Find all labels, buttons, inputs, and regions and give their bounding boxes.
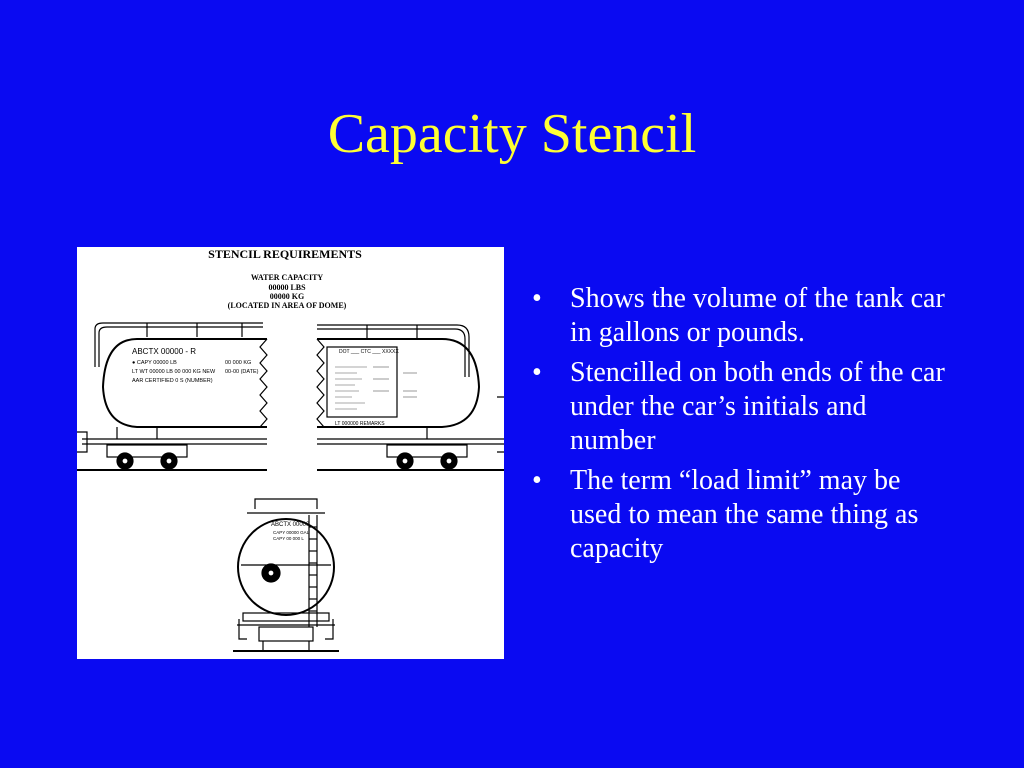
bullet-icon: • [532,357,542,388]
right-car-remarks: LT 000000 REMARKS [335,421,385,427]
end-view-capy-gal: CAPY 00000 GAL [273,530,310,535]
end-view-capy-kg: CAPY 00 000 L [273,536,304,541]
slide-title: Capacity Stencil [327,103,697,165]
left-tank-car-drawing [77,322,268,471]
left-car-capy: ● CAPY 00000 LB [132,360,177,366]
left-car-aar: AAR CERTIFIED 0 S (NUMBER) [132,378,213,384]
left-car-date: 00-00 (DATE) [225,369,259,375]
stencil-diagram-image: STENCIL REQUIREMENTS WATER CAPACITY 0000… [77,247,504,659]
left-car-reporting-mark: ABCTX 00000 - R [132,347,196,356]
bullet-text: The term “load limit” may be used to mea… [570,465,919,564]
bullet-icon: • [532,283,542,314]
bullet-item: • Stencilled on both ends of the car und… [530,356,950,458]
bullet-text: Shows the volume of the tank car in gall… [570,283,945,348]
right-tank-car-drawing [316,324,504,471]
diagram-line-4: (LOCATED IN AREA OF DOME) [228,301,347,310]
bullet-icon: • [532,465,542,496]
bullet-text: Stencilled on both ends of the car under… [570,357,945,456]
bullet-item: • Shows the volume of the tank car in ga… [530,282,950,350]
diagram-line-1: WATER CAPACITY [251,273,324,282]
end-view-drawing [233,498,339,652]
diagram-heading: STENCIL REQUIREMENTS [208,247,362,261]
diagram-line-2: 00000 LBS [268,283,306,292]
right-car-stencil-lines [335,366,417,410]
end-view-reporting-mark: ABCTX 00000 [271,522,310,528]
bullet-item: • The term “load limit” may be used to m… [530,464,950,566]
diagram-line-3: 00000 KG [270,292,304,301]
left-car-lt-wt: LT WT 00000 LB 00 000 KG NEW [132,369,216,375]
left-car-capy-kg: 00 000 KG [225,360,251,366]
right-car-dot-line: DOT ___ CTC ___ XXXXX [339,349,399,355]
bullet-list: • Shows the volume of the tank car in ga… [530,282,950,572]
